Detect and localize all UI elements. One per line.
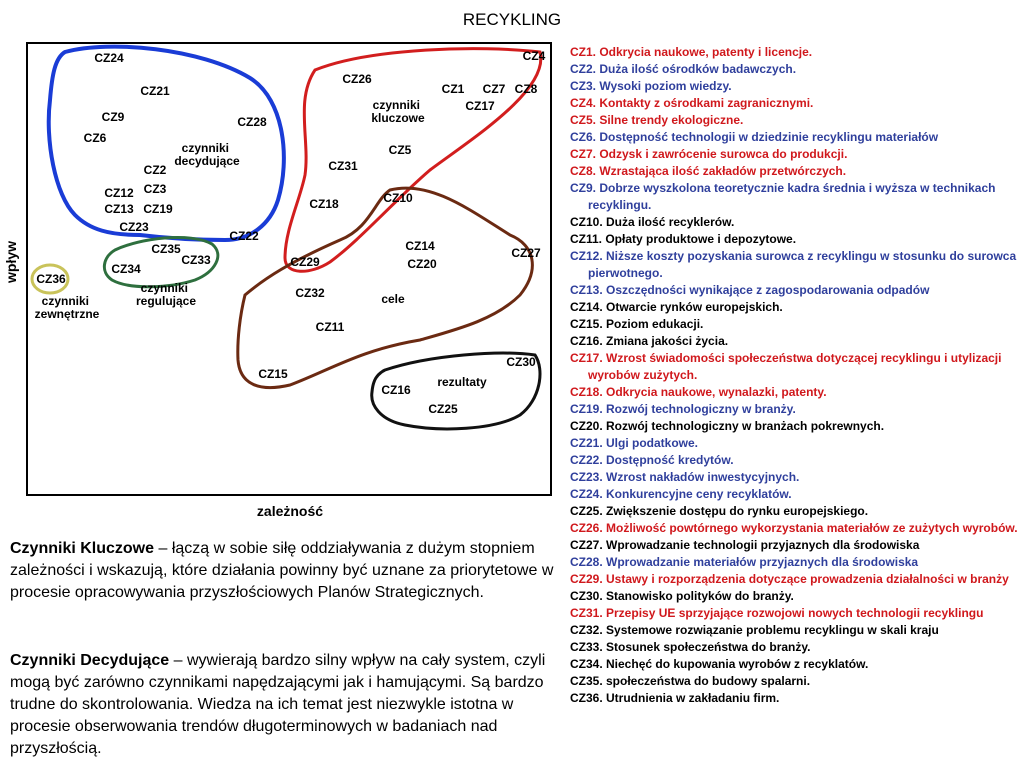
group-outline-rezultaty (370, 351, 542, 431)
description-decydujace: Czynniki Decydujące – wywierają bardzo s… (10, 650, 565, 760)
group-label-decydujace: czynniki decydujące (174, 141, 240, 168)
node-cz1: CZ1 (442, 82, 465, 96)
legend-item: CZ36. Utrudnienia w zakładaniu firm. (570, 691, 780, 705)
legend-item: CZ24. Konkurencyjne ceny recyklatów. (570, 487, 792, 501)
group-outline-kluczowe (283, 47, 543, 273)
node-cz14: CZ14 (405, 239, 435, 253)
legend-item: CZ34. Niechęć do kupowania wyrobów z rec… (570, 657, 869, 671)
group-label-cele: cele (381, 292, 405, 306)
legend-item: CZ5. Silne trendy ekologiczne. (570, 113, 744, 127)
description-term: Czynniki Decydujące (10, 652, 170, 669)
node-cz2: CZ2 (144, 163, 167, 177)
node-cz8: CZ8 (515, 82, 538, 96)
node-cz13: CZ13 (104, 202, 134, 216)
node-cz17: CZ17 (465, 99, 495, 113)
legend-item: CZ10. Duża ilość recyklerów. (570, 215, 735, 229)
group-outline-cele (236, 186, 534, 390)
group-label-kluczowe: czynniki kluczowe (371, 98, 425, 125)
node-cz5: CZ5 (389, 143, 412, 157)
node-cz20: CZ20 (407, 257, 437, 271)
description-text: – łączą w sobie siłę oddziaływania z duż… (10, 540, 554, 601)
node-cz16: CZ16 (381, 383, 411, 397)
node-cz33: CZ33 (181, 253, 211, 267)
legend-item: CZ21. Ulgi podatkowe. (570, 436, 699, 450)
legend-item: CZ7. Odzysk i zawrócenie surowca do prod… (570, 147, 848, 161)
description-term: Czynniki Kluczowe (10, 540, 155, 557)
node-cz27: CZ27 (511, 246, 541, 260)
legend-item: CZ6. Dostępność technologii w dziedzinie… (570, 130, 939, 144)
node-cz7: CZ7 (483, 82, 506, 96)
legend-item: CZ20. Rozwój technologiczny w branżach p… (570, 419, 885, 433)
legend-item: CZ14. Otwarcie rynków europejskich. (570, 300, 783, 314)
page-title: RECYKLING (462, 10, 562, 29)
legend-item: CZ2. Duża ilość ośrodków badawczych. (570, 62, 797, 76)
legend-item: CZ25. Zwiększenie dostępu do rynku europ… (570, 504, 869, 518)
legend-item: CZ32. Systemowe rozwiązanie problemu rec… (570, 623, 939, 637)
group-label-rezultaty: rezultaty (437, 375, 487, 389)
node-cz36: CZ36 (36, 272, 66, 286)
legend-item: CZ15. Poziom edukacji. (570, 317, 704, 331)
legend-item: CZ8. Wzrastająca ilość zakładów przetwór… (570, 164, 847, 178)
legend-item: CZ23. Wzrost nakładów inwestycyjnych. (570, 470, 800, 484)
node-cz23: CZ23 (119, 220, 149, 234)
node-cz19: CZ19 (143, 202, 173, 216)
node-cz34: CZ34 (111, 262, 141, 276)
legend-item: CZ9. Dobrze wyszkolona teoretycznie kadr… (570, 181, 996, 212)
node-cz11: CZ11 (316, 320, 345, 334)
factor-legend: CZ1. Odkrycia naukowe, patenty i licencj… (570, 44, 1024, 707)
node-cz10: CZ10 (383, 191, 413, 205)
node-cz18: CZ18 (309, 197, 339, 211)
legend-item: CZ29. Ustawy i rozporządzenia dotyczące … (570, 572, 1009, 586)
node-cz24: CZ24 (94, 51, 124, 65)
group-label-zewnetrzne: czynniki zewnętrzne (35, 294, 100, 321)
node-cz28: CZ28 (237, 115, 267, 129)
legend-item: CZ19. Rozwój technologiczny w branży. (570, 402, 796, 416)
node-cz6: CZ6 (84, 131, 107, 145)
description-text: – wywierają bardzo silny wpływ na cały s… (10, 652, 546, 757)
group-outline-regulujace (103, 235, 220, 289)
legend-item: CZ31. Przepisy UE sprzyjające rozwojowi … (570, 606, 984, 620)
y-axis-label: wpływ (3, 241, 19, 284)
legend-item: CZ28. Wprowadzanie materiałów przyjaznyc… (570, 555, 919, 569)
legend-item: CZ27. Wprowadzanie technologii przyjazny… (570, 538, 920, 552)
description-kluczowe: Czynniki Kluczowe – łączą w sobie siłę o… (10, 538, 565, 604)
legend-item: CZ1. Odkrycia naukowe, patenty i licencj… (570, 45, 813, 59)
legend-item: CZ26. Możliwość powtórnego wykorzystania… (570, 521, 1018, 535)
legend-item: CZ18. Odkrycia naukowe, wynalazki, paten… (570, 385, 827, 399)
legend-item: CZ17. Wzrost świadomości społeczeństwa d… (570, 351, 1002, 382)
diagram-frame (26, 42, 552, 496)
node-cz26: CZ26 (342, 72, 372, 86)
node-cz15: CZ15 (258, 367, 288, 381)
legend-item: CZ12. Niższe koszty pozyskania surowca z… (570, 249, 1017, 280)
legend-item: CZ3. Wysoki poziom wiedzy. (570, 79, 732, 93)
node-cz12: CZ12 (104, 186, 134, 200)
node-cz9: CZ9 (102, 110, 125, 124)
group-outline-zewnetrzne (30, 263, 70, 295)
node-cz4: CZ4 (523, 49, 546, 63)
node-cz22: CZ22 (229, 229, 259, 243)
node-cz29: CZ29 (290, 255, 320, 269)
node-cz30: CZ30 (506, 355, 536, 369)
legend-item: CZ16. Zmiana jakości życia. (570, 334, 729, 348)
legend-item: CZ4. Kontakty z ośrodkami zagranicznymi. (570, 96, 814, 110)
group-label-regulujace: czynniki regulujące (136, 281, 196, 308)
node-cz31: CZ31 (328, 159, 358, 173)
node-cz3: CZ3 (144, 182, 167, 196)
legend-item: CZ22. Dostępność kredytów. (570, 453, 734, 467)
node-cz32: CZ32 (295, 286, 325, 300)
legend-item: CZ13. Oszczędności wynikające z zagospod… (570, 283, 930, 297)
legend-item: CZ11. Opłaty produktowe i depozytowe. (570, 232, 797, 246)
node-cz21: CZ21 (140, 84, 170, 98)
node-cz25: CZ25 (428, 402, 458, 416)
legend-item: CZ33. Stosunek społeczeństwa do branży. (570, 640, 811, 654)
legend-item: CZ35. społeczeństwa do budowy spalarni. (570, 674, 811, 688)
legend-item: CZ30. Stanowisko polityków do branży. (570, 589, 794, 603)
x-axis-label: zależność (257, 503, 323, 519)
node-cz35: CZ35 (151, 242, 181, 256)
